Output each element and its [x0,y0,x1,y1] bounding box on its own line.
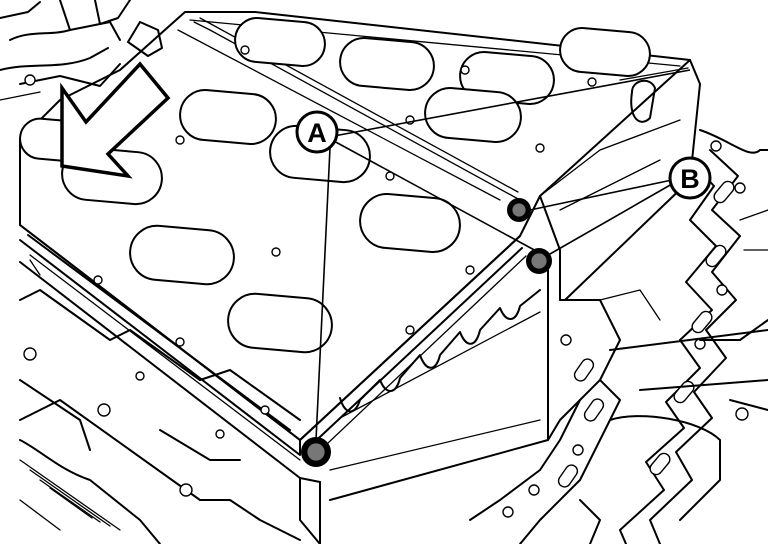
upper-left-connectors [0,0,163,101]
right-chassis-frame [609,129,768,544]
leader-lines-a [315,69,691,441]
lower-left-bracket [19,289,301,544]
lower-right-chassis [469,289,661,544]
battery-cover [19,11,691,441]
callout-b-label: B [680,164,700,194]
leader-lines-b [529,179,673,255]
bolt-icon [301,437,331,467]
bolt-icon [507,198,531,222]
callout-a: A [295,110,339,154]
callout-b: B [668,156,712,200]
front-direction-arrow-icon [60,61,171,179]
callout-a-label: A [307,118,327,148]
cover-front-flange [19,224,527,483]
bolt-icon [526,248,552,274]
